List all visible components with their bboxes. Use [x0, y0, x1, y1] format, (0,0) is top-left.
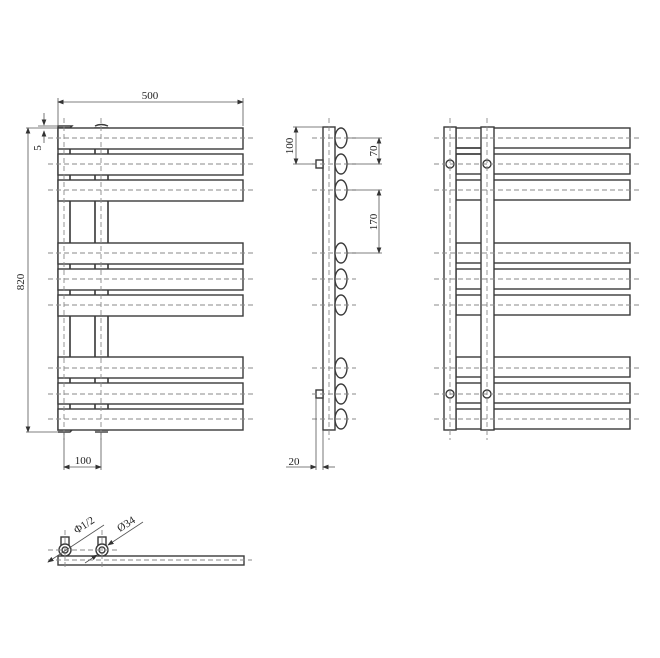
front-centerlines: [48, 118, 253, 440]
top-bar: [57, 555, 245, 566]
dim-bar-pitch-label: 70: [368, 145, 380, 157]
dim-wall-clearance: 20: [286, 398, 335, 470]
dim-group-gap-label: 170: [368, 213, 380, 230]
rear-view: [434, 118, 640, 440]
rear-centerlines: [434, 118, 640, 440]
bar: [57, 179, 244, 202]
dim-height: 820: [15, 127, 58, 433]
front-view: 500 820 5 100: [15, 90, 253, 470]
dim-top-offset: 5: [32, 113, 58, 151]
bar: [57, 294, 244, 317]
bar: [57, 408, 244, 431]
bar: [57, 356, 244, 379]
rear-right-tube: [480, 126, 495, 431]
dim-bracket-offset: 100: [284, 126, 323, 165]
bar-group-3: [57, 356, 244, 431]
dim-width: 500: [57, 90, 244, 126]
bar: [57, 242, 244, 265]
dim-bar-pitch: 70: [347, 137, 382, 165]
dim-pipe-centers: 100: [63, 432, 102, 470]
bar: [57, 127, 244, 150]
thread-label: Φ1/2: [72, 514, 97, 536]
top-view: Φ1/2 Ø34: [47, 514, 252, 568]
bar: [57, 382, 244, 405]
side-view: 100 70 170 20: [284, 118, 382, 470]
bar-group-2: [57, 242, 244, 317]
dim-group-gap: 170: [347, 189, 382, 254]
leader-thread: Φ1/2: [47, 514, 105, 563]
top-cap-right: [94, 123, 109, 127]
bar: [57, 153, 244, 176]
bar-ends: [334, 127, 348, 430]
bar-group-1: [57, 127, 244, 202]
dim-pipe-centers-label: 100: [75, 455, 92, 467]
tube-segments: [69, 149, 109, 409]
tube-diameter-label: Ø34: [115, 514, 138, 535]
dim-top-offset-label: 5: [32, 145, 44, 151]
top-centerlines: [48, 530, 252, 568]
dim-bracket-offset-label: 100: [284, 137, 296, 154]
dim-width-label: 500: [142, 90, 159, 102]
rear-tube-separators: [456, 147, 481, 155]
dim-wall-clearance-label: 20: [289, 456, 301, 468]
dim-height-label: 820: [15, 273, 27, 290]
bar: [57, 268, 244, 291]
